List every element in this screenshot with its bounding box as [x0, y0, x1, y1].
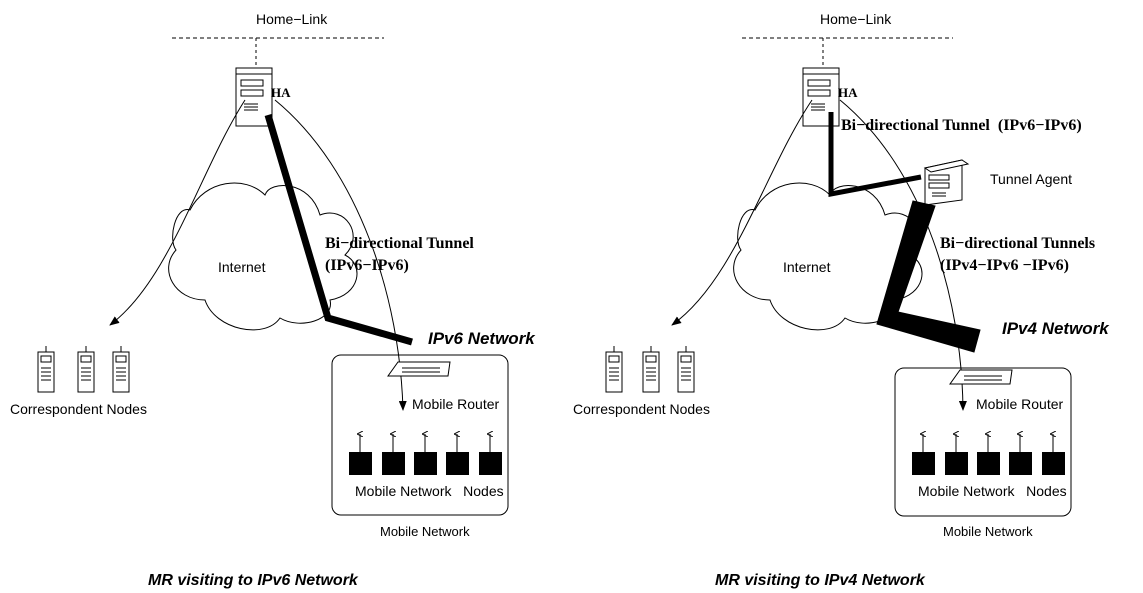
ha-to-correspondent-curve: [109, 99, 246, 326]
mobile-router-label: Mobile Router: [412, 396, 499, 412]
phone-icon: [112, 346, 130, 393]
right-panel: Home−Link HA Internet Bi−directional Tun…: [573, 11, 1110, 589]
ha-to-mobile-network-curve: [274, 99, 407, 411]
phone-icon: [77, 346, 95, 393]
mobile-network-label: Mobile Network: [943, 524, 1033, 539]
home-link-label: Home−Link: [820, 11, 892, 27]
mobile-router-icon: [387, 361, 451, 377]
node-icon: [446, 434, 469, 475]
node-icon: [382, 434, 405, 475]
visited-network-label: IPv4 Network: [1002, 319, 1110, 338]
correspondent-nodes-label: Correspondent Nodes: [573, 401, 710, 417]
tunnels-label-line2: (IPv4−IPv6 −IPv6): [940, 257, 1069, 274]
internet-cloud: [168, 182, 358, 331]
bidirectional-tunnels-ipv4: [876, 200, 981, 353]
mobile-network-box: [894, 367, 1072, 517]
mobile-network-box: [331, 354, 509, 516]
mobile-network-nodes-label: Mobile Network Nodes: [355, 483, 504, 499]
visited-network-label: IPv6 Network: [428, 329, 536, 348]
internet-label: Internet: [218, 259, 266, 275]
mobile-network-nodes-label: Mobile Network Nodes: [918, 483, 1067, 499]
node-icon: [912, 434, 935, 475]
ha-label: HA: [838, 85, 858, 100]
correspondent-nodes-label: Correspondent Nodes: [10, 401, 147, 417]
node-icon: [349, 434, 372, 475]
right-caption: MR visiting to IPv4 Network: [715, 572, 926, 589]
left-caption: MR visiting to IPv6 Network: [148, 572, 359, 589]
node-icon: [945, 434, 968, 475]
tunnel-agent-server-icon: [923, 159, 970, 206]
correspondent-node-icons: [37, 346, 130, 393]
node-icon: [479, 434, 502, 475]
ha-label: HA: [271, 85, 291, 100]
node-icon: [1009, 434, 1032, 475]
node-icon: [1042, 434, 1065, 475]
tunnel-label-line1: Bi−directional Tunnel: [325, 235, 474, 252]
mobile-router-label: Mobile Router: [976, 396, 1063, 412]
tunnel-label-line2: (IPv6−IPv6): [325, 257, 409, 274]
tunnels-label-line1: Bi−directional Tunnels: [940, 235, 1095, 252]
mobile-network-node-icons: [349, 434, 502, 475]
phone-icon: [37, 346, 55, 393]
mobile-router-icon: [949, 369, 1013, 385]
home-link-label: Home−Link: [256, 11, 328, 27]
phone-icon: [642, 346, 660, 393]
phone-icon: [677, 346, 695, 393]
node-icon: [414, 434, 437, 475]
correspondent-node-icons: [605, 346, 695, 393]
ha-to-mobile-network-curve: [839, 99, 967, 411]
phone-icon: [605, 346, 623, 393]
tunnel-top-label: Bi−directional Tunnel (IPv6−IPv6): [841, 117, 1082, 134]
left-panel: Home−Link HA Internet Bi−directional Tun…: [10, 11, 536, 589]
bidirectional-tunnel: [264, 114, 413, 346]
node-icon: [977, 434, 1000, 475]
mobile-network-label: Mobile Network: [380, 524, 470, 539]
internet-label: Internet: [783, 259, 831, 275]
home-agent-server-icon: [802, 67, 840, 127]
bidirectional-tunnel-ha-to-agent: [828, 112, 922, 198]
mobile-network-node-icons: [912, 434, 1065, 475]
tunnel-agent-label: Tunnel Agent: [990, 171, 1072, 187]
ha-to-correspondent-curve: [671, 99, 813, 326]
